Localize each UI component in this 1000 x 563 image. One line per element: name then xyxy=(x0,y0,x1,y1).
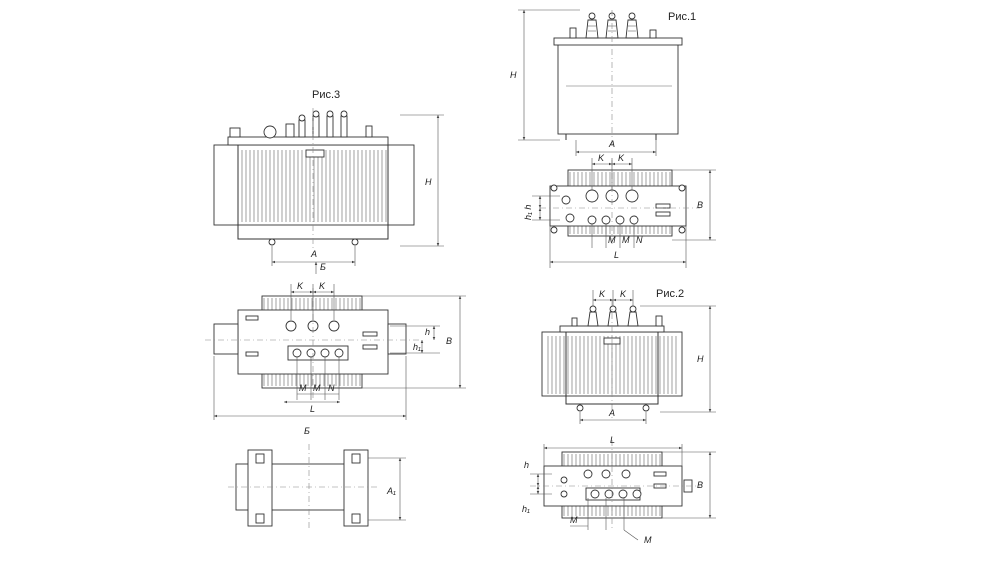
section-label: Б xyxy=(304,426,310,436)
conservator xyxy=(213,323,239,355)
dim-H: H xyxy=(510,70,517,80)
dim-L: L xyxy=(310,404,315,414)
dim-M: M xyxy=(608,235,616,245)
figure-3-front-view: Рис.3 H xyxy=(213,89,444,274)
dim-K: K xyxy=(297,281,304,291)
figure-2-top-view: L B h h₁ M M xyxy=(522,435,716,545)
figure-2-title: Рис.2 xyxy=(656,288,684,300)
radiator-fins xyxy=(241,150,387,222)
dim-A: A xyxy=(608,408,615,418)
radiator-fins-top xyxy=(563,454,661,516)
wheel xyxy=(351,238,359,246)
dim-B: B xyxy=(446,336,452,346)
dim-M: M xyxy=(570,515,578,525)
dim-K: K xyxy=(618,153,625,163)
wheel xyxy=(268,238,276,246)
dim-L: L xyxy=(614,250,619,260)
bushings xyxy=(569,12,657,39)
dim-h1-h: h₁ h xyxy=(523,205,533,220)
figure-3-top-view: K K B h h₁ M M N L Б xyxy=(205,281,466,436)
dim-H: H xyxy=(425,177,432,187)
tank-cover xyxy=(227,136,389,146)
tank-body xyxy=(557,43,679,135)
dim-B: B xyxy=(697,200,703,210)
bushings xyxy=(229,110,373,139)
dim-M: M xyxy=(299,383,307,393)
dim-H: H xyxy=(697,354,704,364)
dim-K: K xyxy=(620,289,627,299)
dim-K: K xyxy=(599,289,606,299)
dim-M: M xyxy=(644,535,652,545)
figure-1-front-view: Рис.1 H A xyxy=(510,9,696,156)
radiator-fins-top xyxy=(263,298,361,386)
figure-2-front-view: Рис.2 K K H xyxy=(541,288,716,424)
dim-M: M xyxy=(313,383,321,393)
figure-1-top-view: K K B h₁ h M M N L xyxy=(523,153,716,268)
dim-h: h xyxy=(425,327,430,337)
dim-A1: A₁ xyxy=(386,486,396,496)
dim-K: K xyxy=(598,153,605,163)
nameplate xyxy=(305,149,325,158)
tank-cover xyxy=(553,37,683,46)
figure-3-section-view: A₁ xyxy=(228,444,406,530)
dim-K: K xyxy=(319,281,326,291)
bushings xyxy=(571,305,663,327)
dim-L: L xyxy=(610,435,615,445)
dim-N: N xyxy=(328,383,335,393)
dim-A: A xyxy=(608,139,615,149)
radiator-fins-top xyxy=(569,172,671,234)
dim-A: A xyxy=(310,249,317,259)
figure-1-title: Рис.1 xyxy=(668,11,696,23)
dim-h1: h₁ xyxy=(522,504,530,514)
section-label: Б xyxy=(320,262,326,272)
dim-h1: h₁ xyxy=(413,342,421,352)
figure-3-title: Рис.3 xyxy=(312,89,340,101)
dim-N: N xyxy=(636,235,643,245)
dim-h: h xyxy=(524,460,529,470)
dim-B: B xyxy=(697,480,703,490)
dim-M: M xyxy=(622,235,630,245)
